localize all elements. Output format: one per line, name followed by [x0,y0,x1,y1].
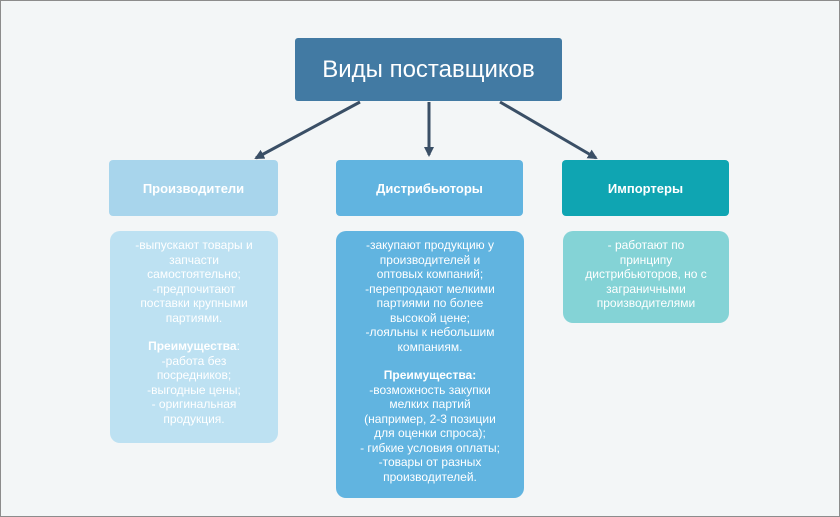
text-line: -выгодные цены; [147,382,241,397]
text-line: для оценки спроса); [374,426,486,440]
text-line: посредников; [156,368,232,382]
text-line: -перепродают мелкими [365,281,495,296]
header-importers: Импортеры [562,160,729,216]
text-line: дистрибьюторов, но с [585,267,707,281]
text-line: оптовых компаний; [376,267,484,281]
text-line: -возможность закупки [369,382,491,397]
text-line: компаниям. [397,339,463,354]
text-line: производителей и [379,252,481,267]
text-line: -выпускают товары и [135,238,253,252]
text-line: - гибкие условия оплаты; [360,440,500,455]
arrow-to-importers [499,100,598,160]
diagram-title: Виды поставщиков [295,38,562,101]
text-line: высокой цене; [390,310,470,325]
header-manufacturers: Производители [109,160,278,216]
text-line: - работают по [607,238,685,252]
text-line: (например, 2-3 позиции [364,411,496,426]
text-line: производителей. [383,469,477,484]
text-line: -товары от разных [378,455,482,469]
text-line: -работа без [161,353,227,368]
text-line: самостоятельно; [147,267,241,281]
advantages-heading: Преимущества: [148,339,240,354]
header-distributors: Дистрибьюторы [336,160,523,216]
advantages-label: Преимущества: [383,368,477,382]
body-distributors: -закупают продукцию у производителей и о… [336,231,524,498]
text-line: мелких партий [389,397,471,411]
text-line: -лояльны к небольшим [365,325,495,339]
text-line: -предпочитают [152,281,236,296]
advantages-label: Преимущества [148,339,237,353]
advantages-colon: : [236,339,240,353]
text-line: поставки крупными [140,296,248,310]
text-line: партиями по более [376,296,484,310]
text-line: запчасти [169,252,219,267]
arrow-to-manufacturers [254,100,361,160]
text-line: принципу [619,252,673,267]
text-line: партиями. [165,310,223,325]
text-line: заграничными [606,281,686,296]
text-line: продукция. [163,411,225,426]
text-line: -закупают продукцию у [365,238,495,252]
text-line: - оригинальная [151,397,237,411]
text-line: производителями [596,296,696,310]
body-manufacturers: -выпускают товары и запчасти самостоятел… [110,231,278,443]
body-importers: - работают по принципу дистрибьюторов, н… [563,231,729,323]
